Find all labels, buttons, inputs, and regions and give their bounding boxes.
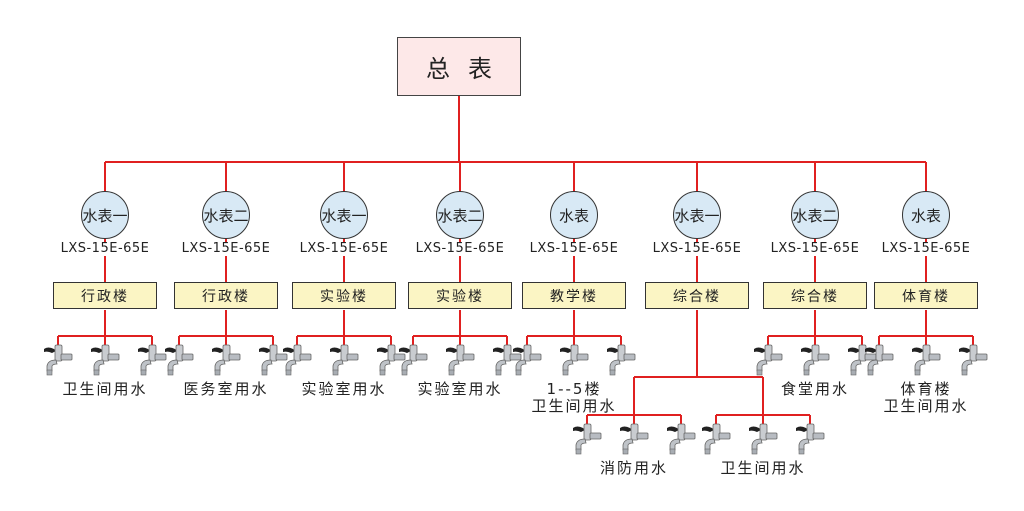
outlet-label-7-line: 食堂用水: [780, 380, 849, 398]
meter-model-6: LXS-15E-65E: [637, 242, 757, 256]
faucet-icon: [749, 423, 778, 455]
sub-meter-label: 水表: [558, 206, 589, 225]
sub-meter-4: 水表二: [436, 191, 484, 239]
outlet-label-7: 食堂用水: [745, 381, 885, 398]
faucet-icon: [754, 344, 783, 376]
outlet-label-2-line: 医务室用水: [183, 380, 269, 398]
sub-meter-label: 水表一: [674, 206, 720, 225]
faucet-icon: [801, 344, 830, 376]
outlet-label-6-b: 卫生间用水: [693, 460, 833, 477]
building-box-8: 体育楼: [874, 282, 978, 309]
outlet-label-2: 医务室用水: [156, 381, 296, 398]
sub-meter-8: 水表: [902, 191, 950, 239]
main-meter-box: 总表: [397, 37, 521, 96]
meter-model-1: LXS-15E-65E: [45, 242, 165, 256]
faucet-icon: [165, 344, 194, 376]
faucet-icon: [573, 423, 602, 455]
outlet-label-6-b-line: 卫生间用水: [720, 459, 806, 477]
meter-model-5: LXS-15E-65E: [514, 242, 634, 256]
faucet-icon: [212, 344, 241, 376]
faucet-icon: [702, 423, 731, 455]
faucet-icon: [912, 344, 941, 376]
outlet-label-8: 体育楼卫生间用水: [856, 381, 996, 415]
building-label: 实验楼: [436, 288, 484, 305]
faucet-icon: [446, 344, 475, 376]
sub-meter-7: 水表二: [791, 191, 839, 239]
faucet-icon: [330, 344, 359, 376]
outlet-label-5-line: 1--5楼: [546, 380, 602, 398]
meter-model-4: LXS-15E-65E: [400, 242, 520, 256]
building-label: 行政楼: [202, 288, 250, 305]
outlet-label-8-line: 卫生间用水: [883, 397, 969, 415]
building-label: 行政楼: [81, 288, 129, 305]
outlet-label-1-line: 卫生间用水: [62, 380, 148, 398]
outlet-label-6-a-line: 消防用水: [599, 459, 668, 477]
faucet-icon: [44, 344, 73, 376]
outlet-label-4: 实验室用水: [390, 381, 530, 398]
building-box-3: 实验楼: [292, 282, 396, 309]
sub-meter-1: 水表一: [81, 191, 129, 239]
building-box-1: 行政楼: [53, 282, 157, 309]
sub-meter-label: 水表: [910, 206, 941, 225]
outlet-label-5-line: 卫生间用水: [531, 397, 617, 415]
sub-meter-label: 水表二: [203, 206, 249, 225]
faucet-icon: [283, 344, 312, 376]
outlet-label-4-line: 实验室用水: [417, 380, 503, 398]
sub-meter-2: 水表二: [202, 191, 250, 239]
main-meter-label: 总表: [426, 55, 510, 83]
sub-meter-5: 水表: [550, 191, 598, 239]
meter-model-8: LXS-15E-65E: [866, 242, 986, 256]
faucet-icon: [560, 344, 589, 376]
outlet-label-1: 卫生间用水: [35, 381, 175, 398]
building-box-2: 行政楼: [174, 282, 278, 309]
faucet-icon: [796, 423, 825, 455]
meter-model-3: LXS-15E-65E: [284, 242, 404, 256]
sub-meter-label: 水表二: [792, 206, 838, 225]
faucet-icon: [377, 344, 406, 376]
meter-model-2: LXS-15E-65E: [166, 242, 286, 256]
sub-meter-3: 水表一: [320, 191, 368, 239]
faucet-icon: [865, 344, 894, 376]
faucet-icon: [620, 423, 649, 455]
faucet-icon: [959, 344, 988, 376]
faucet-icon: [493, 344, 522, 376]
outlet-label-6-a: 消防用水: [564, 460, 704, 477]
meter-model-7: LXS-15E-65E: [755, 242, 875, 256]
outlet-label-8-line: 体育楼: [900, 380, 952, 398]
outlet-label-3: 实验室用水: [274, 381, 414, 398]
building-label: 教学楼: [550, 288, 598, 305]
faucet-icon: [667, 423, 696, 455]
sub-meter-label: 水表一: [321, 206, 367, 225]
building-box-6: 综合楼: [645, 282, 749, 309]
faucet-icon: [259, 344, 288, 376]
sub-meter-label: 水表二: [437, 206, 483, 225]
sub-meter-6: 水表一: [673, 191, 721, 239]
building-label: 综合楼: [791, 288, 839, 305]
sub-meter-label: 水表一: [82, 206, 128, 225]
outlet-label-3-line: 实验室用水: [301, 380, 387, 398]
building-label: 体育楼: [902, 288, 950, 305]
building-box-7: 综合楼: [763, 282, 867, 309]
faucet-icon: [91, 344, 120, 376]
faucet-icon: [399, 344, 428, 376]
faucet-icon: [848, 344, 877, 376]
building-box-5: 教学楼: [522, 282, 626, 309]
faucet-icon: [513, 344, 542, 376]
building-label: 实验楼: [320, 288, 368, 305]
faucet-icon: [138, 344, 167, 376]
building-label: 综合楼: [673, 288, 721, 305]
faucet-icon: [607, 344, 636, 376]
outlet-label-5: 1--5楼卫生间用水: [504, 381, 644, 415]
building-box-4: 实验楼: [408, 282, 512, 309]
